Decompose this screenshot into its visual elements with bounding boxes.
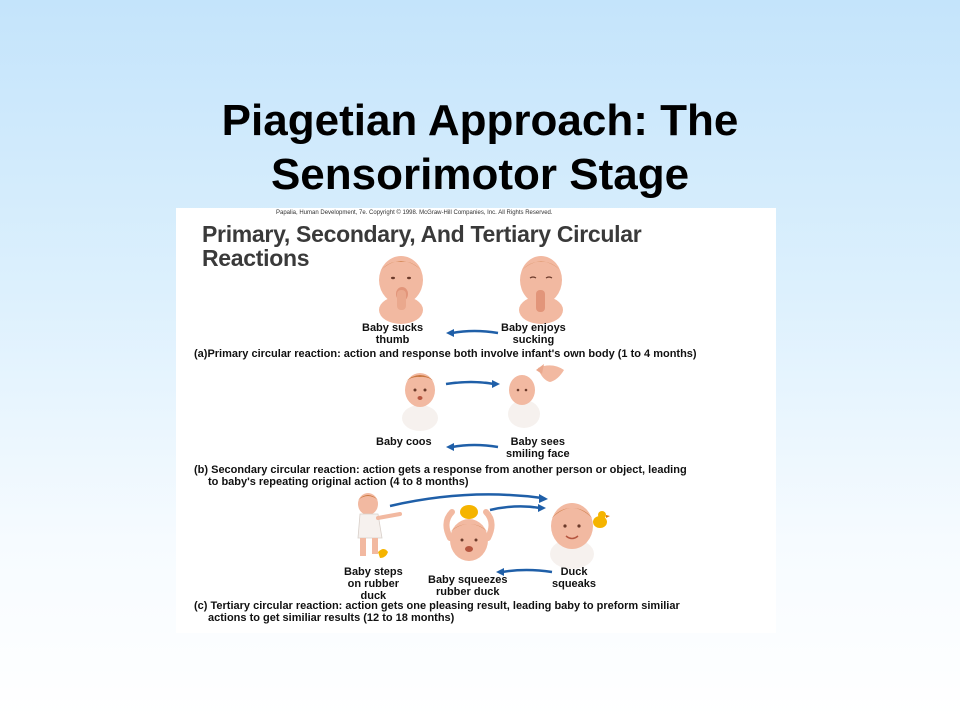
baby-stepping-on-duck-illustration: [357, 493, 402, 558]
caption-primary: (a)Primary circular reaction: action and…: [194, 348, 697, 360]
slide-title-line-1: Piagetian Approach: The: [221, 96, 739, 145]
slide-title-line-2: Sensorimotor Stage: [270, 150, 690, 199]
baby-sucking-thumb-illustration: [379, 256, 423, 324]
baby-squeezing-duck-illustration: [443, 505, 495, 561]
arrow-secondary-left: [446, 443, 499, 451]
arrow-tertiary-bottom-left: [496, 568, 553, 576]
figure-title-line-1: Primary, Secondary, And Tertiary Circula…: [202, 221, 642, 247]
label-baby-sucks-thumb: Baby sucks thumb: [362, 322, 424, 346]
slide-title: Piagetian Approach: The Sensorimotor Sta…: [0, 94, 960, 202]
baby-with-squeaking-duck-illustration: [550, 503, 610, 569]
arrow-tertiary-top-short: [489, 504, 546, 512]
label-baby-squeezes-rubber-duck: Baby squeezes rubber duck: [428, 574, 508, 598]
copyright-credit: Papalia, Human Development, 7e. Copyrigh…: [276, 210, 553, 216]
label-baby-steps-on-rubber-duck: Baby steps on rubber duck: [344, 566, 403, 602]
arrow-primary-left: [446, 329, 499, 337]
label-baby-enjoys-sucking: Baby enjoys sucking: [501, 322, 566, 346]
caption-secondary: (b) Secondary circular reaction: action …: [194, 464, 687, 488]
arrow-secondary-right: [445, 380, 500, 388]
label-duck-squeaks: Duck squeaks: [552, 566, 597, 590]
circular-reactions-figure: Papalia, Human Development, 7e. Copyrigh…: [176, 208, 776, 633]
figure-title-line-2: Reactions: [202, 245, 310, 271]
baby-seeing-smiling-face-illustration: [508, 364, 564, 428]
label-baby-coos: Baby coos: [376, 436, 432, 448]
label-baby-sees-smiling-face: Baby sees smiling face: [506, 436, 570, 460]
baby-cooing-illustration: [402, 373, 438, 431]
baby-enjoying-sucking-illustration: [519, 256, 563, 324]
arrow-tertiary-top-long: [389, 493, 548, 508]
caption-tertiary: (c) Tertiary circular reaction: action g…: [194, 600, 680, 624]
figure-title: Primary, Secondary, And Tertiary Circula…: [202, 221, 642, 271]
